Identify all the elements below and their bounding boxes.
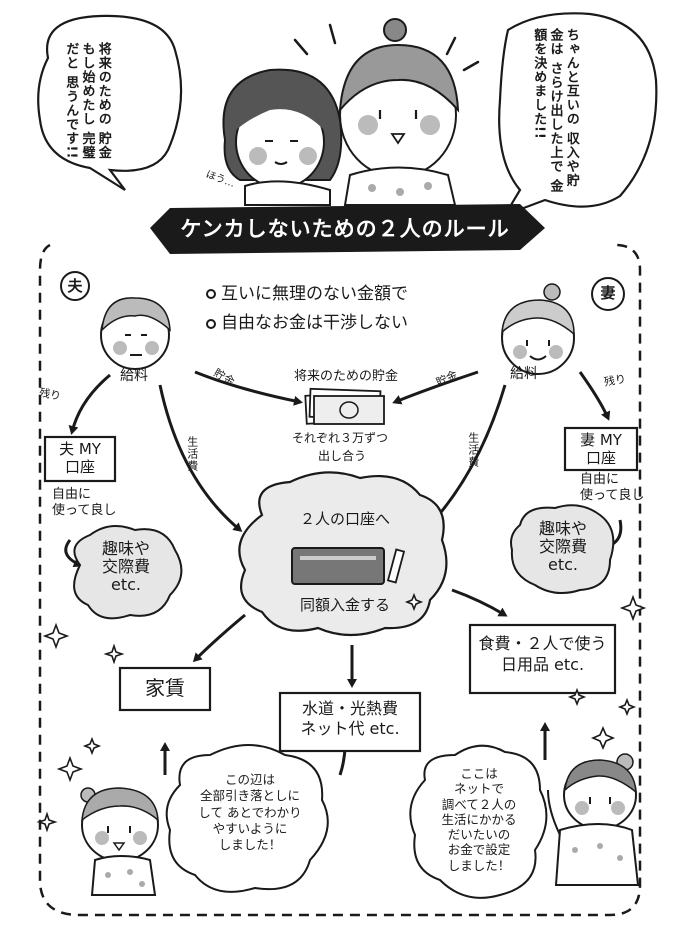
bottom-right-bubble bbox=[409, 744, 548, 899]
right-speech-text: ちゃんと互いの 収入や貯金は さらけ出した上で 金額を決めました!! bbox=[531, 28, 579, 194]
wife-hobby-cloud bbox=[510, 504, 615, 595]
wife-badge: 妻 bbox=[600, 284, 616, 302]
husband-badge: 夫 bbox=[67, 277, 83, 295]
wife-account-label: 妻 MY 口座 bbox=[580, 431, 622, 468]
sparkle-decorations bbox=[36, 592, 647, 833]
savings-note-1: それぞれ３万ずつ bbox=[292, 431, 389, 445]
rent-box bbox=[118, 666, 212, 712]
living-left-label: 生活費 bbox=[185, 436, 199, 472]
utilities-box bbox=[278, 691, 422, 753]
page-title: ケンカしないための２人のルール bbox=[180, 217, 510, 241]
husband-hobby-text: 趣味や 交際費 etc. bbox=[101, 539, 150, 594]
wife-badge-circle bbox=[591, 277, 625, 311]
cash-stack-illustration bbox=[304, 387, 385, 425]
food-label: 食費・２人で使う 日用品 etc. bbox=[478, 634, 607, 674]
bankbook-illustration bbox=[291, 547, 406, 585]
dashed-frame bbox=[38, 243, 642, 917]
husband-badge-circle bbox=[60, 271, 90, 301]
food-box bbox=[468, 623, 617, 695]
left-speech-text: 将来のための 貯金もし始めたし 完璧だと 思うんです!! bbox=[63, 42, 111, 160]
rule-1: 互いに無理のない金額で bbox=[221, 284, 408, 304]
husband-face bbox=[100, 297, 171, 370]
bottom-left-girl bbox=[80, 787, 159, 896]
savings-title: 将来のための貯金 bbox=[294, 369, 399, 384]
husband-account-label: 夫 MY 口座 bbox=[59, 440, 101, 477]
utilities-label: 水道・光熱費 ネット代 etc. bbox=[300, 699, 400, 738]
rent-label: 家賃 bbox=[145, 676, 185, 700]
wife-face bbox=[501, 283, 575, 375]
husband-free-use: 自由に 使って良し bbox=[52, 487, 117, 518]
bottom-right-bubble-text: ここは ネットで 調べて２人の 生活にかかる だいたいの お金で設定 しました！ bbox=[441, 766, 517, 873]
wife-free-use: 自由に 使って良し bbox=[580, 472, 645, 503]
wife-salary-label: 給料 bbox=[510, 366, 538, 382]
husband-account-box bbox=[43, 435, 117, 483]
living-right-label: 生活費 bbox=[466, 432, 480, 468]
right-speech-bubble bbox=[498, 12, 658, 218]
title-banner bbox=[150, 204, 545, 254]
savings-note-2: 出し合う bbox=[318, 449, 367, 463]
husband-salary-label: 給料 bbox=[120, 368, 148, 384]
bottom-right-girl bbox=[547, 753, 640, 886]
bottom-left-bubble bbox=[165, 744, 329, 893]
husband-hobby-cloud bbox=[73, 525, 183, 620]
top-couple-illustration bbox=[222, 18, 480, 206]
wife-account-box bbox=[563, 426, 639, 472]
bottom-left-bubble-text: この辺は 全部引き落としに して あとでわかり やすいように しました！ bbox=[198, 772, 302, 852]
shared-deposit-text: 同額入金する bbox=[299, 596, 390, 614]
shared-account-title: ２人の口座へ bbox=[299, 510, 390, 528]
wife-hobby-text: 趣味や 交際費 etc. bbox=[538, 519, 587, 574]
left-speech-bubble bbox=[37, 14, 183, 191]
rule-2: 自由なお金は干渉しない bbox=[221, 313, 408, 333]
